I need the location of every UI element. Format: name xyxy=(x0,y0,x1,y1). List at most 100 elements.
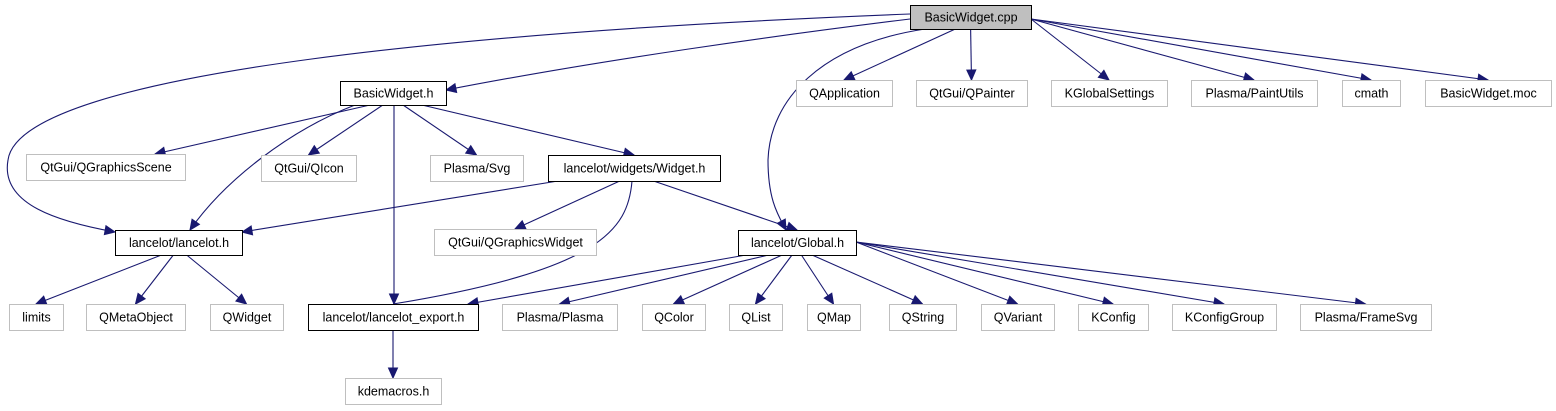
edges-layer xyxy=(6,13,1490,380)
node-box xyxy=(981,304,1055,331)
node-label: lancelot/lancelot_export.h xyxy=(323,311,465,325)
edge-global_h-to-kconfiggroup xyxy=(855,241,1226,308)
node-qapplication: QApplication xyxy=(796,80,893,107)
arrowhead-icon xyxy=(307,144,321,156)
node-box xyxy=(1051,80,1168,107)
node-qwidget: QWidget xyxy=(210,304,284,331)
node-box xyxy=(434,229,597,256)
node-framesvg: Plasma/FrameSvg xyxy=(1300,304,1432,331)
node-box xyxy=(642,304,706,331)
node-qvariant: QVariant xyxy=(981,304,1055,331)
node-plasma-svg: Plasma/Svg xyxy=(430,155,524,182)
node-widget-h[interactable]: lancelot/widgets/Widget.h xyxy=(548,155,721,182)
node-box xyxy=(1191,80,1318,107)
edge-basicwidget_cpp-to-cmath xyxy=(1030,18,1373,84)
node-qstring: QString xyxy=(889,304,957,331)
node-label: QMap xyxy=(817,311,851,325)
node-qmap: QMap xyxy=(807,304,861,331)
node-label: QApplication xyxy=(809,87,880,101)
node-box xyxy=(210,304,284,331)
edge-basicwidget_cpp-to-lancelot_h xyxy=(6,13,911,236)
node-cmath: cmath xyxy=(1342,80,1401,107)
node-label: Plasma/Plasma xyxy=(517,311,604,325)
edge-basicwidget_h-to-widget_h xyxy=(421,104,636,158)
node-global-h[interactable]: lancelot/Global.h xyxy=(738,230,857,256)
node-box xyxy=(1172,304,1277,331)
node-label: KGlobalSettings xyxy=(1065,87,1155,101)
node-box xyxy=(916,80,1028,107)
edge-global_h-to-qcolor xyxy=(672,254,783,305)
node-box[interactable] xyxy=(548,155,721,182)
node-export-h[interactable]: lancelot/lancelot_export.h xyxy=(308,304,479,331)
node-box xyxy=(502,304,618,331)
arrowhead-icon xyxy=(842,70,856,81)
node-box xyxy=(1342,80,1401,107)
node-lancelot-h[interactable]: lancelot/lancelot.h xyxy=(115,230,243,256)
node-paintutils: Plasma/PaintUtils xyxy=(1191,80,1318,107)
node-box[interactable] xyxy=(910,5,1032,30)
node-box xyxy=(1425,80,1552,107)
edge-lancelot_h-to-limits xyxy=(34,254,162,306)
edge-global_h-to-framesvg xyxy=(855,241,1367,308)
arrowhead-icon xyxy=(387,367,399,380)
node-label: Plasma/Svg xyxy=(444,162,511,176)
edge-basicwidget_h-to-plasma_svg xyxy=(402,104,478,156)
node-box[interactable] xyxy=(340,81,447,106)
edge-basicwidget_cpp-to-qapplication xyxy=(842,28,956,81)
edge-basicwidget_cpp-to-basicwidget_moc xyxy=(1030,18,1490,84)
arrowhead-icon xyxy=(823,292,835,306)
node-label: QtGui/QIcon xyxy=(274,162,344,176)
node-box xyxy=(1078,304,1149,331)
node-box xyxy=(9,304,64,331)
node-box xyxy=(729,304,783,331)
edge-widget_h-to-lancelot_h xyxy=(240,180,559,236)
node-qmetaobject: QMetaObject xyxy=(86,304,186,331)
arrowhead-icon xyxy=(966,69,977,82)
node-kglobalsettings: KGlobalSettings xyxy=(1051,80,1168,107)
node-label: BasicWidget.cpp xyxy=(924,11,1017,25)
edge-basicwidget_cpp-to-global_h xyxy=(767,28,926,232)
node-label: lancelot/Global.h xyxy=(751,236,844,250)
node-label: QtGui/QPainter xyxy=(929,87,1014,101)
node-label: QWidget xyxy=(223,311,272,325)
edge-basicwidget_h-to-qgraphicsscene xyxy=(153,104,371,157)
arrowhead-icon xyxy=(672,294,686,305)
node-label: QtGui/QGraphicsWidget xyxy=(448,236,583,250)
node-qgraphicswidget: QtGui/QGraphicsWidget xyxy=(434,229,597,256)
node-kconfiggroup: KConfigGroup xyxy=(1172,304,1277,331)
edge-basicwidget_cpp-to-paintutils xyxy=(1030,18,1256,83)
node-box xyxy=(1300,304,1432,331)
arrowhead-icon xyxy=(1097,69,1110,81)
node-box[interactable] xyxy=(738,230,857,256)
arrowhead-icon xyxy=(785,221,799,232)
node-label: QVariant xyxy=(994,311,1043,325)
node-label: Plasma/FrameSvg xyxy=(1315,311,1418,325)
node-qlist: QList xyxy=(729,304,783,331)
node-basicwidget-h[interactable]: BasicWidget.h xyxy=(340,81,447,106)
edge-basicwidget_cpp-to-kglobalsettings xyxy=(1030,18,1110,81)
node-box xyxy=(807,304,861,331)
node-box xyxy=(86,304,186,331)
node-label: QtGui/QGraphicsScene xyxy=(40,161,171,175)
node-label: BasicWidget.moc xyxy=(1440,87,1537,101)
node-basicwidget-moc: BasicWidget.moc xyxy=(1425,80,1552,107)
edge-export_h-to-kdemacros xyxy=(387,330,399,380)
node-label: QMetaObject xyxy=(99,311,173,325)
edge-basicwidget_h-to-qicon xyxy=(307,104,384,156)
arrowhead-icon xyxy=(235,293,248,305)
node-label: cmath xyxy=(1354,87,1388,101)
node-basicwidget-cpp[interactable]: BasicWidget.cpp xyxy=(910,5,1032,30)
node-box[interactable] xyxy=(308,304,479,331)
edge-global_h-to-qlist xyxy=(754,254,793,305)
arrowhead-icon xyxy=(513,219,527,230)
edge-global_h-to-kconfig xyxy=(855,241,1115,307)
node-label: KConfigGroup xyxy=(1185,311,1264,325)
node-label: limits xyxy=(22,311,50,325)
node-box xyxy=(796,80,893,107)
edge-basicwidget_cpp-to-qpainter xyxy=(966,28,977,82)
node-qicon: QtGui/QIcon xyxy=(261,155,357,182)
node-box[interactable] xyxy=(115,230,243,256)
node-box xyxy=(261,155,357,182)
